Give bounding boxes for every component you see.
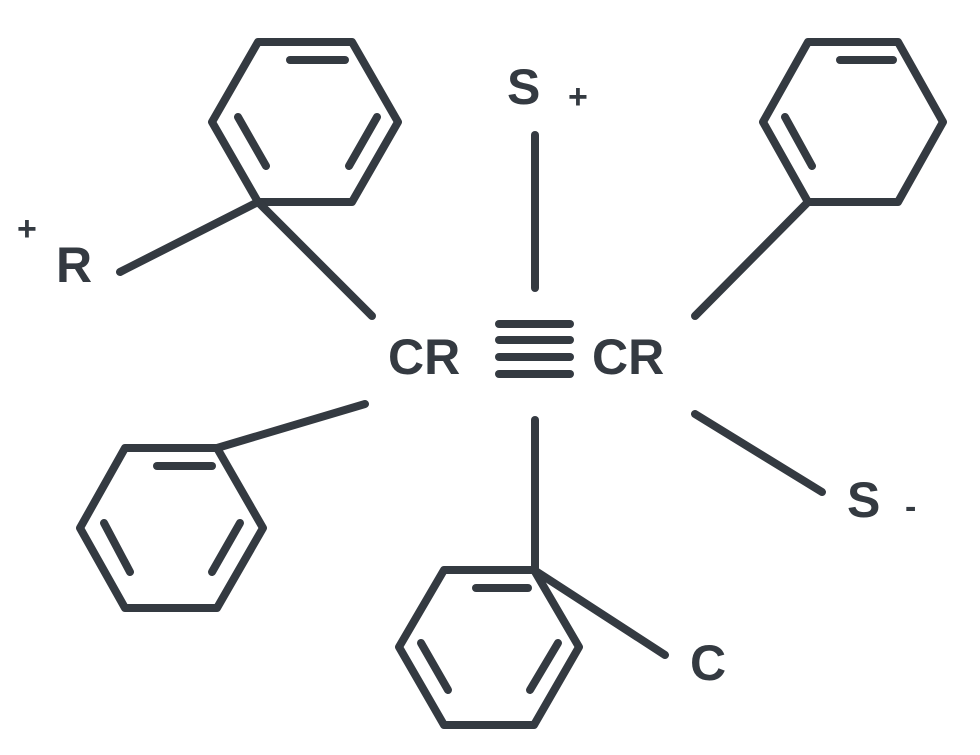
charge-s-top: + — [568, 78, 588, 116]
atom-c-bottom: C — [690, 635, 726, 691]
atom-cr-left: CR — [388, 329, 460, 385]
bond-cr-right-to-phenyl-top — [691, 198, 812, 320]
atom-r-left: R — [56, 237, 92, 293]
atom-s-right: S — [847, 472, 880, 528]
bond-cr-left-to-phenyl-top — [254, 198, 376, 320]
phenyl-ring-top-right — [759, 38, 947, 206]
phenyl-ring-bottom-left — [76, 444, 267, 612]
charge-r-left: + — [17, 210, 37, 248]
bond-phenyl-to-r — [116, 198, 262, 276]
phenyl-ring-top-left — [208, 38, 402, 206]
charge-s-right: - — [905, 488, 916, 526]
atom-cr-right: CR — [592, 329, 664, 385]
phenyl-ring-bottom-center — [395, 566, 583, 729]
bond-phenyl-to-c — [530, 566, 669, 659]
atom-s-top: S — [507, 59, 540, 115]
bond-cr-right-to-s-right — [691, 410, 826, 496]
quadruple-bond-cr-cr — [495, 320, 574, 378]
bond-cr-left-to-phenyl-bottom — [213, 400, 369, 452]
